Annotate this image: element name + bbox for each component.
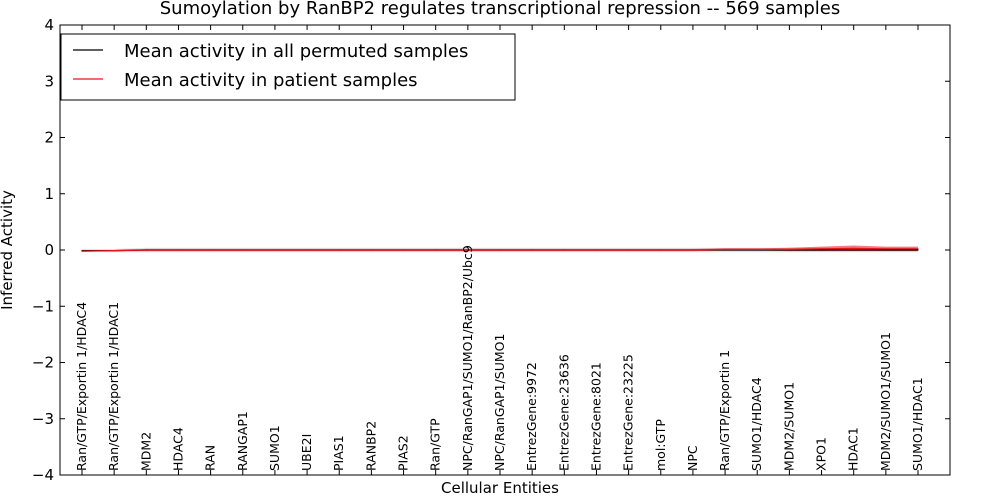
patient-point — [435, 249, 437, 251]
patient-point — [370, 249, 372, 251]
y-tick-label: 4 — [44, 16, 54, 34]
category-label: HDAC4 — [170, 427, 185, 471]
category-label: NPC/RanGAP1/SUMO1/RanBP2/Ubc9 — [460, 245, 475, 471]
category-label: MDM2/SUMO1/SUMO1 — [878, 332, 893, 471]
category-label: EntrezGene:23636 — [556, 354, 571, 471]
patient-point — [338, 249, 340, 251]
plot-area-frame — [59, 24, 951, 476]
patient-point — [660, 249, 662, 251]
patient-point — [402, 249, 405, 251]
category-label: SUMO1/HDAC1 — [910, 377, 925, 471]
y-tick-label: −4 — [32, 466, 54, 484]
patient-point — [499, 249, 501, 251]
category-label: RANGAP1 — [235, 411, 250, 471]
category-label: XPO1 — [814, 437, 829, 471]
category-label: Ran/GTP/Exportin 1/HDAC1 — [106, 302, 121, 471]
category-label: MDM2/SUMO1 — [781, 382, 796, 471]
patient-point — [467, 249, 469, 251]
category-label: NPC/RanGAP1/SUMO1 — [492, 334, 507, 471]
patient-point — [692, 249, 694, 251]
category-label: HDAC1 — [846, 427, 861, 471]
patient-point — [628, 249, 630, 251]
permuted-point — [820, 249, 823, 251]
category-label: Ran/GTP/Exportin 1/HDAC4 — [74, 302, 89, 471]
permuted-point — [853, 249, 855, 251]
patient-point — [531, 249, 533, 251]
chart-title: Sumoylation by RanBP2 regulates transcri… — [160, 0, 841, 19]
category-label: RAN — [203, 445, 218, 471]
patient-point — [563, 249, 565, 251]
patient-point — [81, 250, 83, 252]
patient-point — [756, 248, 758, 251]
category-label: Ran/GTP/Exportin 1 — [717, 350, 732, 471]
legend-label-patient: Mean activity in patient samples — [124, 70, 418, 91]
patient-point — [595, 249, 598, 251]
patient-point — [274, 249, 276, 251]
patient-point — [306, 249, 308, 251]
patient-point — [917, 248, 919, 250]
patient-point — [113, 249, 115, 252]
category-label: Ran/GTP — [428, 418, 443, 471]
x-axis-label: Cellular Entities — [441, 479, 559, 497]
y-axis-ticks: 4 3 2 1 0 −1 −2 −3 −4 — [32, 16, 950, 484]
legend-label-permuted: Mean activity in all permuted samples — [124, 41, 468, 62]
y-tick-label: 2 — [44, 129, 54, 147]
y-tick-label: 0 — [44, 241, 54, 259]
patient-point — [724, 248, 726, 251]
y-tick-label: −2 — [32, 354, 54, 372]
legend: Mean activity in all permuted samples Me… — [60, 33, 516, 101]
category-label: PIAS2 — [396, 435, 411, 471]
category-label: PIAS1 — [331, 435, 346, 471]
category-label: RANBP2 — [363, 421, 378, 471]
category-labels: Ran/GTP/Exportin 1/HDAC4 Ran/GTP/Exportin… — [74, 245, 925, 471]
category-label: MDM2 — [138, 432, 153, 471]
category-label: mol:GTP — [653, 419, 668, 471]
x-axis-ticks — [81, 25, 919, 475]
category-label: UBE2I — [299, 434, 314, 471]
category-label: EntrezGene:8021 — [588, 362, 603, 471]
y-tick-label: −1 — [32, 297, 54, 315]
patient-point — [885, 248, 887, 250]
y-axis-label: Inferred Activity — [0, 190, 16, 310]
category-label: NPC — [685, 445, 700, 471]
patient-point — [820, 248, 823, 250]
y-tick-label: 3 — [44, 72, 54, 90]
y-tick-label: 1 — [44, 185, 54, 203]
permuted-point — [885, 249, 887, 251]
patient-point — [145, 249, 147, 251]
patient-point — [242, 249, 244, 251]
patient-point — [853, 247, 855, 249]
patient-point — [177, 249, 180, 251]
category-label: SUMO1/HDAC4 — [749, 377, 764, 471]
category-label: SUMO1 — [267, 425, 282, 471]
patient-point — [210, 249, 212, 251]
patient-point — [788, 248, 790, 251]
y-tick-label: −3 — [32, 410, 54, 428]
category-label: EntrezGene:9972 — [524, 362, 539, 471]
legend-frame — [60, 33, 516, 101]
category-label: EntrezGene:23225 — [621, 354, 636, 471]
permuted-point — [917, 249, 919, 251]
series-lines — [81, 247, 919, 252]
